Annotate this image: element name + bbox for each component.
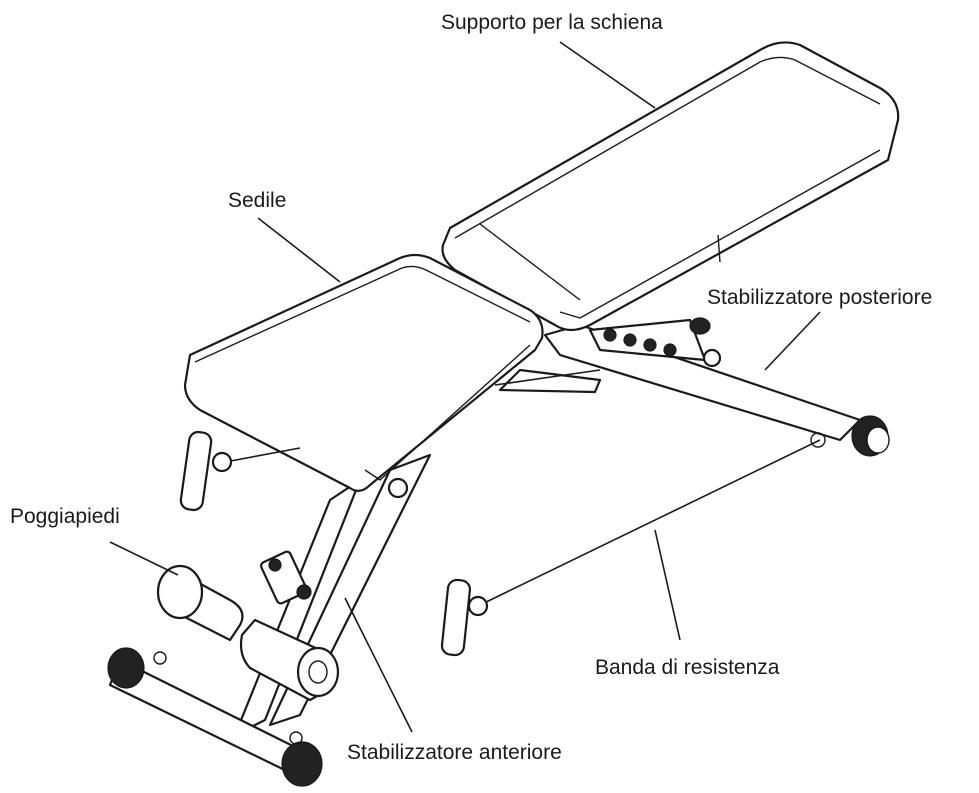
adjustment-ladder xyxy=(588,317,722,368)
label-resistance-band: Banda di resistenza xyxy=(595,656,780,679)
footrest xyxy=(156,550,340,702)
label-back-support: Supporto per la schiena xyxy=(441,11,663,34)
label-rear-stabilizer: Stabilizzatore posteriore xyxy=(707,286,933,309)
resistance-bands xyxy=(179,369,826,657)
back-support-pad xyxy=(441,41,900,332)
front-stabilizer xyxy=(107,647,323,787)
seat-pad xyxy=(183,253,544,499)
label-front-stabilizer: Stabilizzatore anteriore xyxy=(347,741,562,764)
label-footrest: Poggiapiedi xyxy=(10,505,120,528)
rear-stabilizer-cap xyxy=(851,415,890,457)
leader-lines xyxy=(109,41,821,733)
label-seat: Sedile xyxy=(228,189,287,212)
